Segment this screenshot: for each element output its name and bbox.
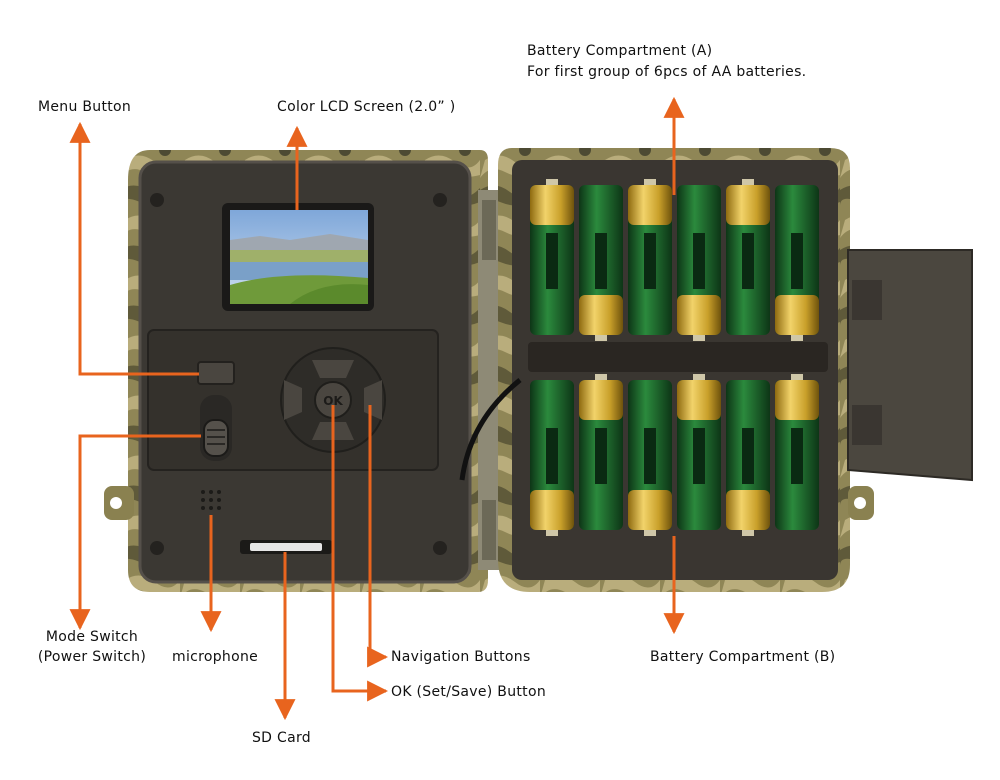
- battery-group: [530, 179, 819, 536]
- mode-switch-label-line2: (Power Switch): [37, 649, 147, 665]
- aa-battery: [677, 185, 721, 341]
- battery-a-description-label: For first group of 6pcs of AA batteries.: [527, 64, 807, 80]
- mode-switch-label-line1: Mode Switch: [45, 629, 139, 645]
- aa-battery: [628, 179, 672, 335]
- microphone-grille: [201, 490, 221, 510]
- menu-button-label: Menu Button: [38, 99, 132, 115]
- sd-card-slot[interactable]: [240, 540, 332, 554]
- ok-key-label: OK: [323, 394, 343, 408]
- lcd-screen-label: Color LCD Screen (2.0” ): [277, 99, 456, 115]
- ok-button-label: OK (Set/Save) Button: [391, 684, 546, 700]
- battery-latch-flap[interactable]: [847, 249, 973, 482]
- aa-battery: [775, 185, 819, 341]
- arrow-navigation-buttons: [367, 405, 389, 668]
- nav-left-button[interactable]: [284, 380, 302, 420]
- aa-battery: [775, 374, 819, 530]
- battery-b-label: Battery Compartment (B): [650, 649, 836, 665]
- aa-battery: [677, 374, 721, 530]
- microphone-label: microphone: [172, 649, 259, 665]
- nav-up-button[interactable]: [312, 360, 354, 378]
- aa-battery: [579, 185, 623, 341]
- aa-battery: [579, 374, 623, 530]
- lcd-screen: [222, 203, 374, 311]
- aa-battery: [530, 380, 574, 536]
- hinge: [478, 190, 500, 570]
- mode-switch[interactable]: [200, 395, 232, 461]
- navigation-buttons-label: Navigation Buttons: [391, 649, 531, 665]
- arrow-menu-button: [69, 121, 199, 376]
- arrow-ok-button: [331, 405, 389, 702]
- aa-battery: [726, 179, 770, 335]
- sd-card-label: SD Card: [252, 730, 311, 746]
- aa-battery: [726, 380, 770, 536]
- battery-divider-bar: [459, 342, 828, 481]
- menu-button[interactable]: [197, 361, 235, 385]
- callout-arrows: [69, 96, 685, 721]
- aa-battery: [530, 179, 574, 335]
- arrow-mode-switch: [69, 434, 201, 631]
- aa-battery: [628, 380, 672, 536]
- battery-a-title-label: Battery Compartment (A): [527, 43, 713, 59]
